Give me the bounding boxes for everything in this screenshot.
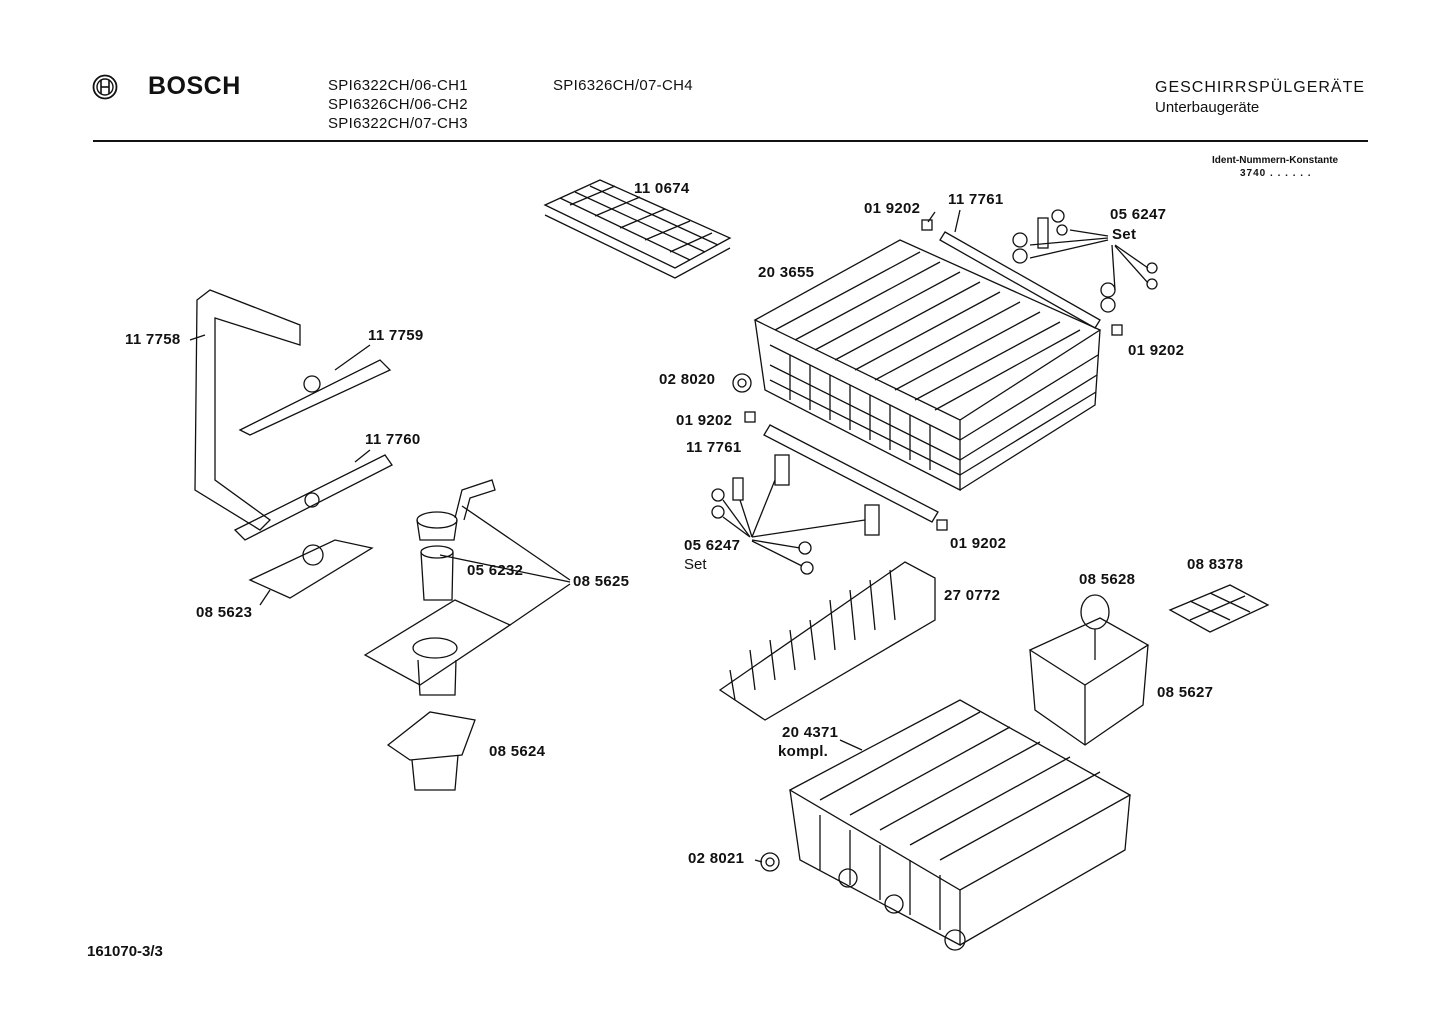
part-label: 11 7761: [948, 191, 1004, 208]
part-label: 02 8021: [688, 850, 745, 867]
filter-assembly-drawing: [363, 479, 571, 791]
model-list-1: SPI6322CH/06-CH1 SPI6326CH/06-CH2 SPI632…: [328, 76, 468, 133]
basket-insert-drawing: [1168, 584, 1270, 633]
lower-spray-arm-drawing: [233, 454, 393, 541]
knife-rack-drawing: [718, 561, 936, 721]
part-label: 20 4371: [782, 724, 839, 741]
part-label: 08 5623: [196, 604, 253, 621]
brand-name: BOSCH: [148, 72, 241, 100]
part-label: 11 7759: [368, 327, 424, 344]
part-label: 08 5628: [1079, 571, 1136, 588]
spray-base-drawing: [248, 539, 374, 599]
header-rule: [93, 140, 1368, 142]
rail-lower-drawing: [763, 424, 939, 523]
part-label: 01 9202: [676, 412, 733, 429]
part-label: 05 6247: [684, 537, 741, 554]
part-label: 08 5625: [573, 573, 630, 590]
cutlery-basket-drawing: [1028, 594, 1150, 746]
model-line: SPI6322CH/07-CH3: [328, 115, 468, 132]
clip-drawing: [1111, 324, 1123, 336]
clip-drawing: [936, 519, 948, 531]
model-line: SPI6322CH/06-CH1: [328, 77, 468, 94]
part-label: 11 7761: [686, 439, 742, 456]
document-number: 161070-3/3: [87, 943, 163, 960]
wheel-drawing: [732, 373, 752, 393]
part-label: 05 6232: [467, 562, 524, 579]
model-list-2: SPI6326CH/07-CH4: [553, 76, 693, 95]
wheel-lower-drawing: [760, 852, 780, 872]
clip-drawing: [744, 411, 756, 423]
part-label: 08 5627: [1157, 684, 1214, 701]
bosch-logo-icon: [92, 74, 118, 100]
part-label: Set: [684, 556, 707, 573]
part-label: 01 9202: [950, 535, 1007, 552]
part-label: 05 6247: [1110, 206, 1167, 223]
cup-shelf-drawing: [543, 179, 732, 279]
supply-pipe-drawing: [194, 289, 301, 531]
part-label: kompl.: [778, 743, 829, 760]
part-label: 02 8020: [659, 371, 716, 388]
lower-basket-drawing: [788, 699, 1132, 951]
category-title: GESCHIRRSPÜLGERÄTE: [1155, 79, 1366, 96]
part-label: 11 7758: [125, 331, 181, 348]
bearing-set-top-drawing: [1012, 209, 1158, 313]
part-label: Set: [1112, 226, 1137, 243]
model-line: SPI6326CH/06-CH2: [328, 96, 468, 113]
part-label: 11 7760: [365, 431, 421, 448]
upper-basket-drawing: [753, 239, 1102, 492]
part-label: 27 0772: [944, 587, 1001, 604]
part-label: 01 9202: [1128, 342, 1185, 359]
model-line: SPI6326CH/07-CH4: [553, 77, 693, 94]
part-label: 20 3655: [758, 264, 815, 281]
bearing-set-lower-drawing: [711, 454, 880, 575]
part-label: 11 0674: [634, 180, 690, 197]
ident-value: 3740 . . . . . .: [1240, 168, 1312, 179]
part-label: 08 5624: [489, 743, 546, 760]
upper-spray-arm-drawing: [238, 359, 392, 436]
ident-label: Ident-Nummern-Konstante: [1212, 155, 1339, 166]
clip-drawing: [921, 219, 933, 231]
subcategory-title: Unterbaugeräte: [1155, 99, 1260, 116]
part-label: 01 9202: [864, 200, 921, 217]
rail-top-drawing: [939, 231, 1101, 329]
part-label: 08 8378: [1187, 556, 1244, 573]
